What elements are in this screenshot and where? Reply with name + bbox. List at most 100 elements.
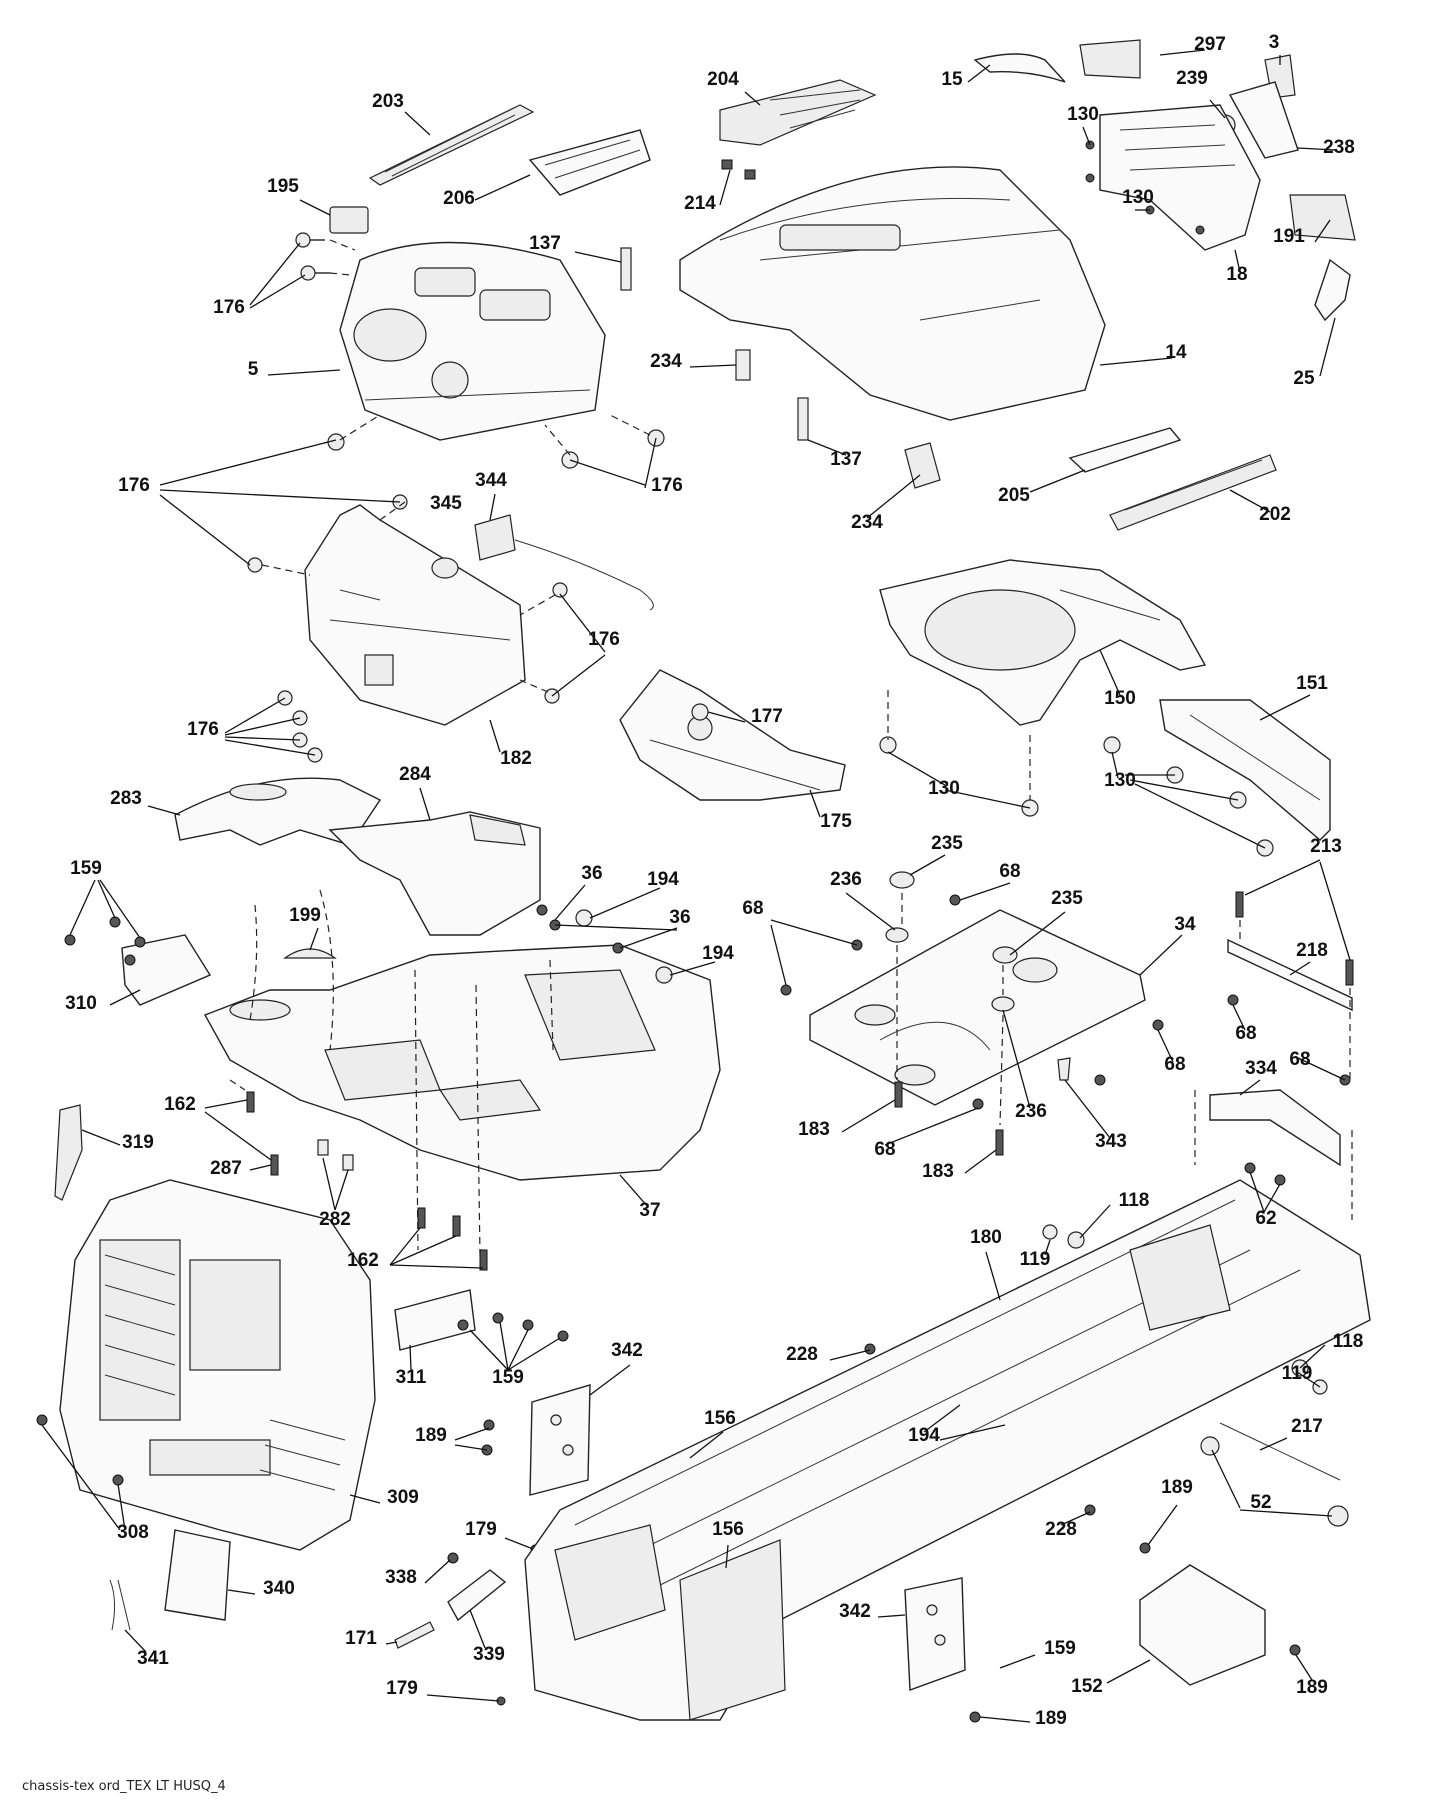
part-177-nut [691, 703, 709, 721]
callout-label-344: 344 [475, 470, 507, 491]
callout-label-284: 284 [399, 764, 431, 785]
callout-label-15: 15 [941, 69, 963, 90]
part-119-nuts [1042, 1224, 1328, 1395]
callout-label-162: 162 [164, 1094, 196, 1115]
callout-label-189: 189 [1161, 1477, 1193, 1498]
callout-label-189: 189 [1035, 1708, 1067, 1729]
callout-label-159: 159 [1044, 1638, 1076, 1659]
callout-label-176: 176 [187, 719, 219, 740]
callout-label-235: 235 [1051, 888, 1083, 909]
part-180-frame [524, 1179, 1371, 1721]
part-297-cap [1079, 39, 1141, 79]
part-137-pad [620, 247, 809, 441]
callout-label-118: 118 [1119, 1190, 1150, 1211]
callout-label-341: 341 [137, 1648, 169, 1669]
callout-label-319: 319 [122, 1132, 154, 1153]
part-204-vent [719, 79, 877, 146]
callout-label-52: 52 [1250, 1492, 1271, 1513]
callout-label-68: 68 [999, 861, 1020, 882]
callout-label-343: 343 [1095, 1131, 1127, 1152]
callout-label-309: 309 [387, 1487, 419, 1508]
callout-label-238: 238 [1323, 137, 1355, 158]
part-341-spring [109, 1579, 131, 1631]
callout-label-68: 68 [874, 1139, 895, 1160]
part-205-lens [1068, 427, 1182, 473]
callout-label-342: 342 [839, 1601, 871, 1622]
callout-label-334: 334 [1245, 1058, 1277, 1079]
part-150-fender-shroud [879, 559, 1207, 726]
callout-label-191: 191 [1273, 226, 1305, 247]
callout-label-68: 68 [1164, 1054, 1185, 1075]
callout-label-175: 175 [820, 811, 852, 832]
callout-label-180: 180 [970, 1227, 1002, 1248]
callout-label-235: 235 [931, 833, 963, 854]
callout-label-189: 189 [1296, 1677, 1328, 1698]
part-183-bolts [894, 1081, 1004, 1156]
callout-label-311: 311 [396, 1367, 427, 1388]
callout-label-151: 151 [1296, 673, 1328, 694]
part-25-bracket [1314, 258, 1351, 322]
callout-label-218: 218 [1296, 940, 1328, 961]
callout-label-239: 239 [1176, 68, 1208, 89]
part-5-dash-panel [339, 241, 606, 441]
callout-label-287: 287 [210, 1158, 242, 1179]
part-345-plug [431, 557, 459, 579]
callout-label-118: 118 [1333, 1331, 1364, 1352]
callout-label-36: 36 [669, 907, 690, 928]
part-202-lens [1109, 454, 1277, 531]
callout-label-34: 34 [1174, 914, 1196, 935]
part-199-clip [283, 948, 337, 959]
part-15-trim [973, 53, 1066, 83]
callout-label-199: 199 [289, 905, 321, 926]
part-203-grille-insert [368, 104, 535, 186]
part-287-screw [270, 1154, 279, 1176]
part-238-panel [1228, 81, 1299, 159]
callout-label-195: 195 [267, 176, 299, 197]
part-159-bolts-center [457, 1312, 569, 1342]
callout-label-194: 194 [908, 1425, 940, 1446]
part-340-plate [164, 1529, 231, 1621]
callout-label-214: 214 [684, 193, 716, 214]
callout-label-236: 236 [1015, 1101, 1047, 1122]
callout-label-202: 202 [1259, 504, 1291, 525]
callout-label-18: 18 [1226, 264, 1247, 285]
callout-label-68: 68 [742, 898, 763, 919]
callout-label-150: 150 [1104, 688, 1136, 709]
part-195-knob [329, 206, 369, 234]
callout-label-130: 130 [928, 778, 960, 799]
callout-label-206: 206 [443, 188, 475, 209]
callout-label-130: 130 [1067, 104, 1099, 125]
part-310-bracket [121, 934, 212, 1006]
part-217-rod [1219, 1422, 1341, 1481]
callout-label-159: 159 [492, 1367, 524, 1388]
callout-label-213: 213 [1310, 836, 1342, 857]
callout-label-340: 340 [263, 1578, 295, 1599]
part-319-strap [54, 1104, 83, 1201]
callout-label-176: 176 [588, 629, 620, 650]
callout-label-156: 156 [704, 1408, 736, 1429]
callout-label-179: 179 [465, 1519, 497, 1540]
part-37-body [203, 944, 721, 1181]
callout-label-68: 68 [1235, 1023, 1256, 1044]
part-344-key-switch [474, 514, 654, 611]
callout-label-339: 339 [473, 1644, 505, 1665]
part-182-dash-support [304, 504, 526, 726]
callout-label-3: 3 [1269, 32, 1280, 53]
part-284-pan-right [328, 811, 541, 936]
part-282-clips [317, 1139, 354, 1171]
callout-label-5: 5 [248, 359, 259, 380]
part-18-nose [1099, 104, 1261, 251]
callout-label-217: 217 [1291, 1416, 1323, 1437]
part-308-screws [36, 1414, 124, 1486]
callout-label-297: 297 [1194, 34, 1226, 55]
part-14-hood [679, 166, 1106, 421]
callout-label-338: 338 [385, 1567, 417, 1588]
part-36-bolts [536, 904, 624, 954]
part-52-bushings [1200, 1436, 1349, 1527]
callout-label-203: 203 [372, 91, 404, 112]
part-342-plate-b [904, 1577, 966, 1691]
callout-label-183: 183 [922, 1161, 954, 1182]
part-191-cap [1289, 194, 1356, 241]
callout-label-14: 14 [1165, 342, 1187, 363]
